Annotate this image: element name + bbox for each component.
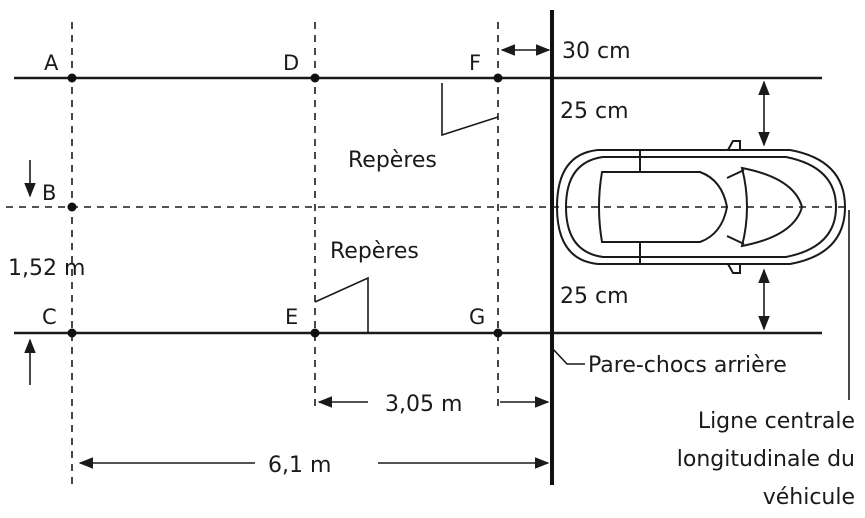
label-30cm: 30 cm [562,39,631,64]
car-top-view [555,140,847,274]
point-c [67,328,77,338]
label-61m: 6,1 m [268,453,331,478]
label-reperes-upper: Repères [348,148,437,173]
label-centerline-1: Ligne centrale [698,409,855,434]
label-152m: 1,52 m [8,256,85,281]
label-25cm-top: 25 cm [560,99,629,124]
point-a [67,73,77,83]
label-point-g: G [469,305,485,329]
label-point-d: D [283,51,299,75]
label-point-e: E [285,305,298,329]
bumper-leader [551,347,585,365]
label-point-c: C [42,305,57,329]
point-b [67,202,77,212]
label-reperes-lower: Repères [330,239,419,264]
point-d [310,73,320,83]
reference-mark-lower [314,276,369,333]
label-point-a: A [44,51,59,75]
label-point-b: B [42,181,56,205]
label-305m: 3,05 m [385,392,462,417]
point-f [493,73,503,83]
point-g [493,328,503,338]
label-point-f: F [469,51,481,75]
point-e [310,328,320,338]
label-rear-bumper: Pare-chocs arrière [588,353,787,378]
label-centerline-2: longitudinale du [677,447,855,472]
label-25cm-bottom: 25 cm [560,284,629,309]
label-centerline-3: véhicule [763,485,855,510]
reference-mark-upper [441,83,499,137]
